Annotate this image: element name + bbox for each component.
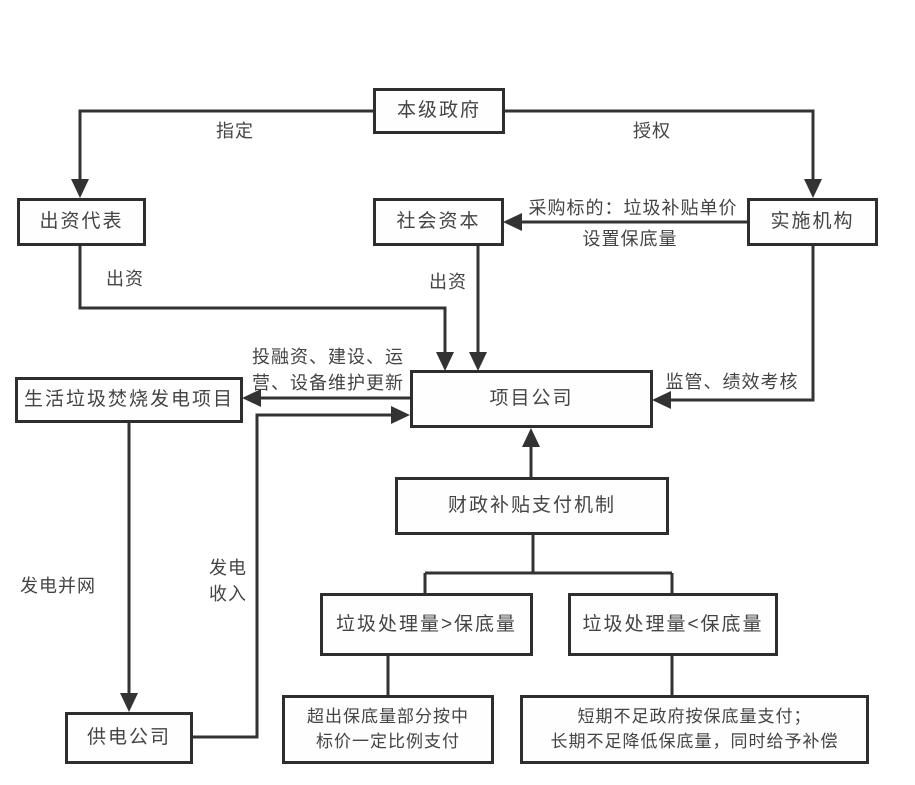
edge-label-invest-right: 出资 [429, 272, 467, 292]
arrowhead-to-power [120, 693, 138, 712]
edge-label-authorize: 授权 [633, 121, 671, 141]
node-plant-label: 生活垃圾焚烧发电项目 [23, 389, 234, 411]
edge-label-revenue-line1: 发电 [209, 558, 247, 578]
arrowhead-supervise [652, 391, 671, 409]
node-mechanism-label: 财政补贴支付机制 [447, 495, 616, 517]
edge-label-grid-connection: 发电并网 [20, 576, 96, 596]
node-desc-below: 短期不足政府按保底量支付； 长期不足降低保底量，同时给予补偿 [520, 695, 869, 764]
edge-label-invest-left: 出资 [106, 269, 144, 289]
arrowhead-to-plant [242, 389, 261, 407]
node-project-company: 项目公司 [410, 370, 653, 428]
arrowhead-to-funder [71, 179, 89, 198]
node-funder-label: 出资代表 [39, 211, 124, 233]
node-funder: 出资代表 [17, 198, 146, 246]
node-project-company-label: 项目公司 [489, 388, 574, 410]
node-desc-below-line1: 短期不足政府按保底量支付； [577, 706, 812, 726]
node-power-company: 供电公司 [65, 712, 193, 764]
arrowhead-invest-right [469, 352, 487, 371]
edge-label-procure-line1: 采购标的：垃圾补贴单价 [528, 198, 738, 218]
edge-label-supervise: 监管、绩效考核 [665, 372, 799, 392]
node-desc-below-line2: 长期不足降低保底量，同时给予补偿 [550, 731, 839, 751]
node-mechanism: 财政补贴支付机制 [395, 477, 669, 535]
arrowhead-to-agency [804, 179, 822, 198]
node-desc-above: 超出保底量部分按中 标价一定比例支付 [282, 695, 494, 764]
edge-label-services-line1: 投融资、建设、运 [252, 347, 404, 367]
node-desc-above-line1: 超出保底量部分按中 [307, 706, 469, 726]
edge-label-procure-line2: 设置保底量 [582, 229, 678, 249]
node-government-label: 本级政府 [396, 100, 481, 122]
node-desc-above-line2: 标价一定比例支付 [316, 731, 460, 751]
edge-label-designate: 指定 [216, 121, 254, 141]
edge-label-revenue: 发电 收入 [209, 555, 247, 607]
node-agency: 实施机构 [747, 198, 878, 246]
node-social-capital: 社会资本 [373, 198, 504, 246]
edge-label-services: 投融资、建设、运 营、设备维护更新 [252, 344, 404, 396]
node-cond-below: 垃圾处理量<保底量 [568, 593, 778, 656]
node-cond-above: 垃圾处理量>保底量 [320, 593, 533, 656]
node-power-company-label: 供电公司 [86, 727, 171, 749]
node-social-capital-label: 社会资本 [396, 211, 481, 233]
arrowhead-to-social [503, 213, 522, 231]
node-plant: 生活垃圾焚烧发电项目 [15, 377, 243, 423]
arrowhead-to-project [522, 428, 540, 447]
node-cond-below-label: 垃圾处理量<保底量 [582, 613, 764, 635]
node-government: 本级政府 [373, 88, 505, 134]
arrowhead-revenue [391, 406, 410, 424]
node-agency-label: 实施机构 [770, 211, 855, 233]
node-cond-above-label: 垃圾处理量>保底量 [335, 613, 518, 635]
edge-label-revenue-line2: 收入 [209, 584, 247, 604]
arrowhead-invest-left [436, 352, 454, 371]
edge-label-services-line2: 营、设备维护更新 [252, 373, 404, 393]
